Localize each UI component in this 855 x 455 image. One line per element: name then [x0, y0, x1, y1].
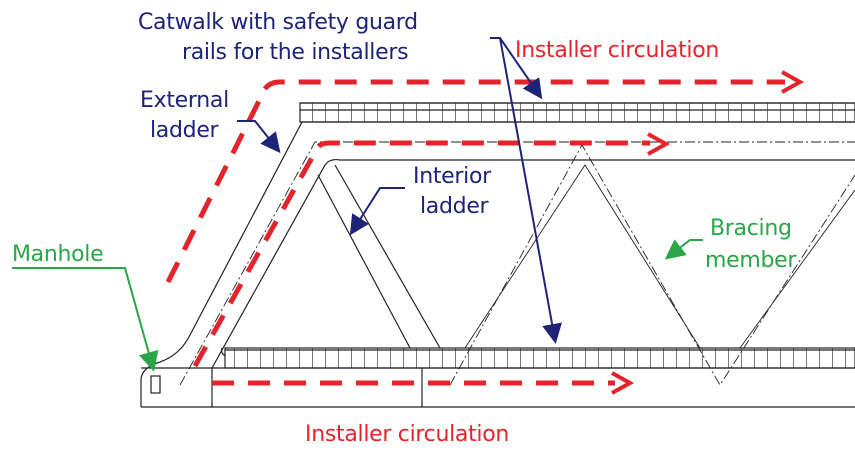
external-ladder-label-line1: External: [140, 88, 229, 113]
bracing-member-label-line1: Bracing: [710, 216, 792, 241]
circulation-arrowheads: [611, 70, 805, 395]
interior-ladder-label-line2: ladder: [420, 194, 489, 219]
catwalk-label-line1: Catwalk with safety guard: [138, 10, 418, 35]
manhole-label: Manhole: [12, 242, 104, 267]
external-ladder-label-line2: ladder: [150, 118, 219, 143]
interior-ladder-label-line1: Interior: [413, 164, 491, 189]
truss-structure: [140, 102, 855, 408]
callout-arrows: [12, 37, 703, 372]
installer-circulation-bottom-label: Installer circulation: [305, 422, 510, 447]
installer-circulation-paths: [165, 79, 785, 386]
manhole-symbol: [150, 375, 161, 394]
catwalk-label-line2: rails for the installers: [182, 40, 409, 65]
installer-circulation-top-label: Installer circulation: [515, 38, 720, 63]
bracing-member-label-line2: member: [705, 248, 797, 273]
